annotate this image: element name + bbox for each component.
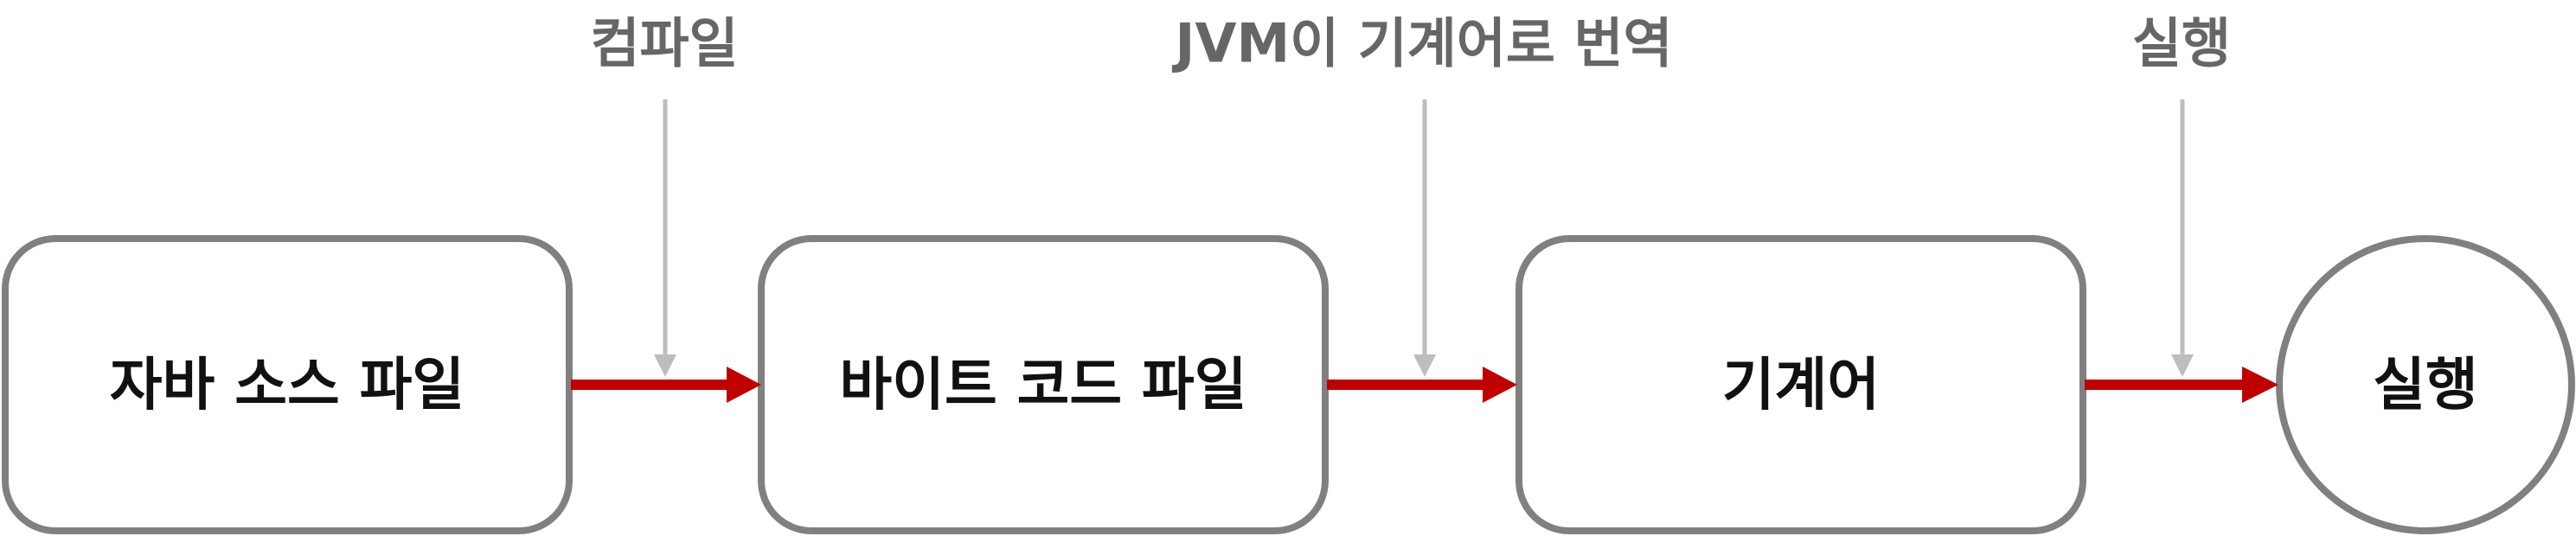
node-label: 실행 — [2373, 352, 2477, 418]
step-label: 컴파일 — [590, 12, 738, 75]
pointer-arrow-head — [1413, 354, 1436, 377]
flow-arrow-head — [2242, 367, 2278, 403]
node-label: 기계어 — [1722, 352, 1880, 418]
node-label: 바이트 코드 파일 — [840, 352, 1247, 418]
flow-arrow-1 — [571, 367, 761, 403]
step-compile: 컴파일 — [590, 12, 739, 377]
node-java-source-file: 자바 소스 파일 — [2, 235, 573, 534]
step-execute: 실행 — [2132, 12, 2231, 377]
flow-arrow-head — [727, 367, 761, 403]
node-box — [1515, 235, 2086, 534]
step-label: JVM이 기계어로 번역 — [1171, 12, 1672, 75]
flow-arrow-head — [1483, 367, 1517, 403]
node-circle — [2276, 235, 2575, 534]
node-machine-code: 기계어 — [1515, 235, 2086, 534]
flow-arrow-3 — [2085, 367, 2278, 403]
node-box — [2, 235, 573, 534]
flow-arrow-2 — [1327, 367, 1517, 403]
step-jvm-translate: JVM이 기계어로 번역 — [1171, 12, 1673, 377]
pointer-arrow-head — [654, 354, 676, 377]
node-bytecode-file: 바이트 코드 파일 — [758, 235, 1329, 534]
pointer-arrow-head — [2171, 354, 2194, 377]
node-label: 자바 소스 파일 — [110, 352, 465, 418]
node-execution: 실행 — [2276, 235, 2575, 534]
step-label: 실행 — [2132, 12, 2231, 75]
